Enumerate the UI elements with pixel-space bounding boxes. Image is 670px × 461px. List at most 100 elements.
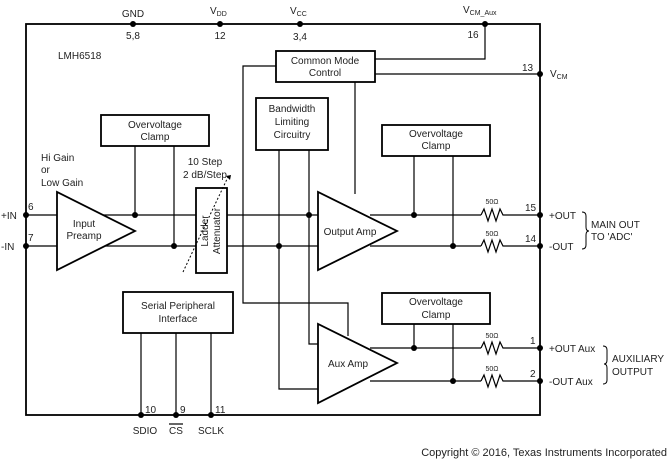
block-text: Common Mode xyxy=(291,56,360,67)
junction-dot xyxy=(411,345,417,351)
resistor-value: 50Ω xyxy=(485,333,498,340)
aux-amp xyxy=(317,322,400,405)
block-text: Overvoltage xyxy=(128,120,182,131)
pin-in-pos-number: 6 xyxy=(28,202,34,213)
pin-vdd-number: 12 xyxy=(214,31,226,42)
pin-out-pos-label: +OUT xyxy=(549,211,576,222)
pin-vdd: VDD 12 xyxy=(210,6,227,42)
main-out-note: MAIN OUT xyxy=(591,220,640,231)
pin-cs-number: 9 xyxy=(180,405,186,416)
pin-vcm-label: VCM xyxy=(550,69,568,81)
pin-gnd-number: 5,8 xyxy=(126,31,140,42)
pin-cs-label: CS xyxy=(169,426,183,437)
pin-aux-pos-number: 1 xyxy=(530,336,536,347)
pin-dot xyxy=(537,378,543,384)
pin-in-pos-label: +IN xyxy=(1,211,17,222)
pin-vcm-aux-label: VCM_Aux xyxy=(463,5,497,17)
pin-aux-pos-label: +OUT Aux xyxy=(549,344,595,355)
pin-dot xyxy=(537,212,543,218)
pin-dot xyxy=(537,243,543,249)
pin-vcc-label: VCC xyxy=(290,6,307,18)
aux-out-note: AUXILIARY xyxy=(612,354,664,365)
pin-dot xyxy=(537,71,543,77)
brace-icon xyxy=(602,345,608,385)
gain-note: Hi Gain xyxy=(41,153,74,164)
junction-dot xyxy=(132,212,138,218)
pin-dot xyxy=(217,21,223,27)
amp-text: Preamp xyxy=(66,231,101,242)
common-mode-control-block xyxy=(275,50,376,83)
pin-sdio-number: 10 xyxy=(145,405,157,416)
junction-dot xyxy=(411,212,417,218)
overvoltage-clamp-output xyxy=(381,124,491,157)
overvoltage-clamp-input xyxy=(100,114,210,147)
pin-vcm-aux-number: 16 xyxy=(467,30,479,41)
block-text: Attenuator xyxy=(212,207,223,254)
resistor-value: 50Ω xyxy=(485,366,498,373)
brace-icon xyxy=(581,211,590,250)
resistor-value: 50Ω xyxy=(485,199,498,206)
block-text: Clamp xyxy=(422,310,451,321)
pin-out-neg-number: 14 xyxy=(525,234,537,245)
pin-vcc-number: 3,4 xyxy=(293,32,307,43)
amp-text: Input xyxy=(73,219,95,230)
pin-dot xyxy=(208,412,214,418)
ladder-attenuator xyxy=(195,187,228,274)
block-text: Ladder xyxy=(200,215,211,247)
gain-note: or xyxy=(41,165,51,176)
pin-gnd: GND 5,8 xyxy=(122,9,144,42)
adjust-arrow xyxy=(182,176,229,273)
junction-dot xyxy=(171,243,177,249)
block-text: Interface xyxy=(159,314,198,325)
junction-dot xyxy=(450,378,456,384)
block-text: Clamp xyxy=(422,141,451,152)
chip-name: LMH6518 xyxy=(58,51,102,62)
output-amp xyxy=(317,190,400,272)
pin-vcm-number: 13 xyxy=(522,63,534,74)
input-preamp xyxy=(56,190,138,272)
junction-dot xyxy=(450,243,456,249)
block-text: Limiting xyxy=(275,117,309,128)
pin-sclk-label: SCLK xyxy=(198,426,224,437)
pin-dot xyxy=(297,21,303,27)
pin-out-neg-label: -OUT xyxy=(549,242,573,253)
junction-dot xyxy=(276,243,282,249)
block-text: Overvoltage xyxy=(409,129,463,140)
wire-bw-1 xyxy=(278,150,318,390)
pin-out-pos-number: 15 xyxy=(525,203,537,214)
arrow-head-icon xyxy=(226,175,231,180)
main-out-note: TO 'ADC' xyxy=(591,232,633,243)
chip-outline xyxy=(25,23,541,416)
overvoltage-clamp-aux xyxy=(381,292,491,325)
pin-in-neg-label: -IN xyxy=(1,242,14,253)
block-text: Control xyxy=(309,68,341,79)
resistor-50-ohm xyxy=(480,373,540,389)
amp-text: Aux Amp xyxy=(328,359,368,370)
amp-text: Output Amp xyxy=(324,227,377,238)
pin-dot xyxy=(173,412,179,418)
pin-aux-neg-label: -OUT Aux xyxy=(549,377,593,388)
copyright-notice: Copyright © 2016, Texas Instruments Inco… xyxy=(421,447,667,459)
aux-out-note: OUTPUT xyxy=(612,367,653,378)
serial-peripheral-interface xyxy=(122,291,234,334)
pin-in-neg-number: 7 xyxy=(28,233,34,244)
block-text: Clamp xyxy=(141,132,170,143)
junction-dot xyxy=(306,212,312,218)
pin-sdio-label: SDIO xyxy=(133,426,158,437)
pin-vcm-aux: VCM_Aux 16 xyxy=(463,5,497,41)
resistor-value: 50Ω xyxy=(485,231,498,238)
resistor-50-ohm xyxy=(480,238,540,254)
step-note: 2 dB/Step xyxy=(183,170,227,181)
gain-note: Low Gain xyxy=(41,178,83,189)
block-text: Circuitry xyxy=(274,130,311,141)
pin-dot xyxy=(130,21,136,27)
pin-sclk-number: 11 xyxy=(215,405,226,416)
block-text: Bandwidth xyxy=(269,104,316,115)
wire-cmc-aux xyxy=(242,65,349,336)
pin-dot xyxy=(138,412,144,418)
step-note: 10 Step xyxy=(188,157,223,168)
block-text: Overvoltage xyxy=(409,297,463,308)
bandwidth-limiting-block xyxy=(255,97,329,151)
pin-vdd-label: VDD xyxy=(210,6,227,18)
